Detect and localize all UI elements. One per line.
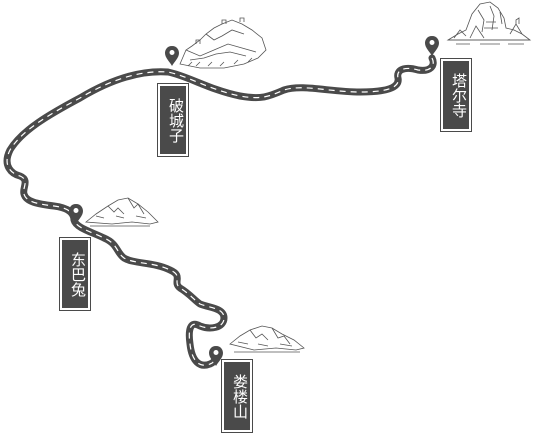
- map-pin-icon[interactable]: [69, 204, 83, 224]
- road: [3, 54, 437, 369]
- map-pin-icon[interactable]: [209, 346, 223, 366]
- stop-name: 塔尔寺: [450, 72, 468, 118]
- temple-rock-sketch-icon: [446, 1, 532, 45]
- map-pin-icon[interactable]: [425, 36, 439, 56]
- stop-label-poche[interactable]: 破城子: [157, 83, 189, 157]
- mountain-sketch-icon: [84, 197, 159, 227]
- road-center-dashes: [6, 57, 434, 366]
- stop-name: 东巴兔: [69, 251, 87, 297]
- map-pin-icon[interactable]: [165, 46, 179, 66]
- stop-label-taer[interactable]: 塔尔寺: [440, 58, 472, 132]
- stop-name: 破城子: [167, 97, 185, 143]
- stop-label-loulou[interactable]: 娄楼山: [221, 359, 253, 433]
- mountain-sketch-icon: [229, 325, 305, 353]
- great-wall-sketch-icon: [179, 17, 267, 69]
- stop-label-dongba[interactable]: 东巴兔: [59, 237, 91, 311]
- stop-name: 娄楼山: [231, 373, 249, 419]
